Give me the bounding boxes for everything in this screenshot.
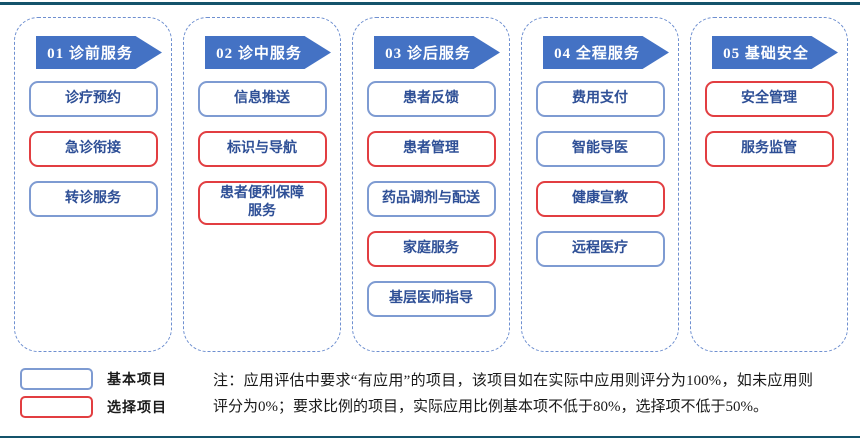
service-column: 04 全程服务费用支付智能导医健康宣教远程医疗 — [521, 17, 679, 352]
footnote-text: 注：应用评估中要求“有应用”的项目，该项目如在实际中应用则评分为100%，如未应… — [213, 373, 813, 415]
service-column: 01 诊前服务诊疗预约急诊衔接转诊服务 — [14, 17, 172, 352]
service-item: 患者便利保障服务 — [197, 181, 327, 226]
service-item: 健康宣教 — [535, 181, 665, 217]
legend: 基本项目 选择项目 — [20, 368, 167, 418]
service-item: 服务监管 — [704, 131, 834, 167]
column-item-list: 费用支付智能导医健康宣教远程医疗 — [522, 81, 678, 267]
service-item: 诊疗预约 — [28, 81, 158, 117]
column-header-arrow: 02 诊中服务 — [205, 36, 331, 69]
service-item: 标识与导航 — [197, 131, 327, 167]
optional-item-label: 选择项目 — [107, 401, 167, 416]
service-item: 药品调剂与配送 — [366, 181, 496, 217]
service-column: 02 诊中服务信息推送标识与导航患者便利保障服务 — [183, 17, 341, 352]
basic-item-swatch — [20, 368, 93, 390]
service-item: 患者管理 — [366, 131, 496, 167]
service-item: 患者反馈 — [366, 81, 496, 117]
column-item-list: 诊疗预约急诊衔接转诊服务 — [15, 81, 171, 217]
service-item: 急诊衔接 — [28, 131, 158, 167]
legend-row-basic: 基本项目 — [20, 368, 167, 390]
top-divider-line — [0, 2, 860, 5]
column-item-list: 患者反馈患者管理药品调剂与配送家庭服务基层医师指导 — [353, 81, 509, 317]
legend-row-optional: 选择项目 — [20, 396, 167, 418]
service-item: 基层医师指导 — [366, 281, 496, 317]
service-item: 转诊服务 — [28, 181, 158, 217]
column-item-list: 信息推送标识与导航患者便利保障服务 — [184, 81, 340, 226]
optional-item-swatch — [20, 396, 93, 418]
service-item: 远程医疗 — [535, 231, 665, 267]
column-item-list: 安全管理服务监管 — [691, 81, 847, 167]
service-column: 03 诊后服务患者反馈患者管理药品调剂与配送家庭服务基层医师指导 — [352, 17, 510, 352]
bottom-divider-line — [0, 436, 860, 438]
service-item: 费用支付 — [535, 81, 665, 117]
column-header-arrow: 05 基础安全 — [712, 36, 838, 69]
column-header-arrow: 01 诊前服务 — [36, 36, 162, 69]
service-column: 05 基础安全安全管理服务监管 — [690, 17, 848, 352]
column-header-arrow: 03 诊后服务 — [374, 36, 500, 69]
service-item: 安全管理 — [704, 81, 834, 117]
service-item: 智能导医 — [535, 131, 665, 167]
service-item: 信息推送 — [197, 81, 327, 117]
service-item: 家庭服务 — [366, 231, 496, 267]
column-header-arrow: 04 全程服务 — [543, 36, 669, 69]
basic-item-label: 基本项目 — [107, 373, 167, 388]
